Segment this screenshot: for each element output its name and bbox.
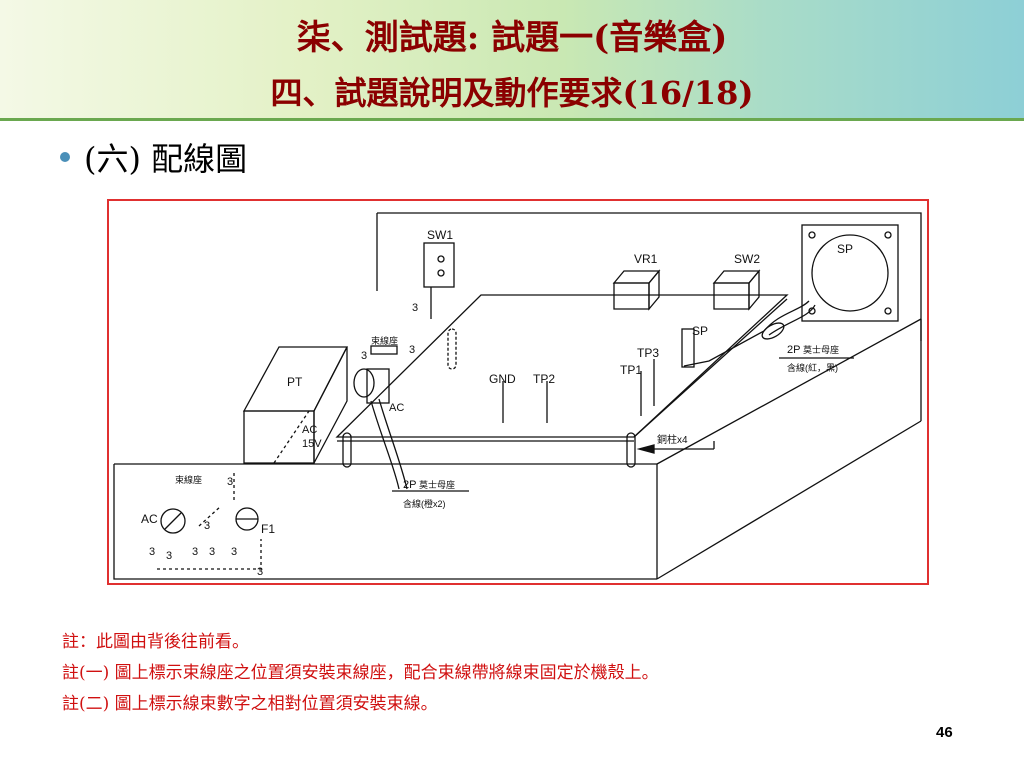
svg-text:3: 3 [412,302,418,314]
conn-mid-label: 2P [403,479,416,491]
svg-text:3: 3 [227,476,233,488]
chassis-bottom [113,464,657,580]
speaker-frame [801,224,899,322]
speaker-screw [884,231,892,239]
note-line: 註：此圖由背後往前看。 [62,632,249,652]
f1-label: F1 [261,522,275,536]
arrow-icon [636,444,655,454]
svg-text:3: 3 [149,546,155,558]
speaker-label: SP [837,242,853,256]
ac-15v-label: AC [302,424,317,436]
bundle-seat-left-label: 束線座 [175,474,202,485]
speaker-screw [808,307,816,315]
sp-wire [683,330,765,367]
conn-mid-wire [370,400,400,490]
sw1-terminal [437,255,445,263]
slide-title: 柒、測試題: 試題一(音樂盒) [296,18,728,58]
svg-text:3: 3 [209,546,215,558]
wiring-diagram: SW1 VR1 SW2 SP PT AC AC 15V GND TP2 TP3 … [107,199,929,585]
conn-right-desc: 莫士母座 [803,344,839,355]
ac-label: AC [389,402,404,414]
pcb-board-edge [633,298,788,438]
ac-terminal [366,368,390,404]
conn-right-label: 2P [787,344,800,356]
tp1-label: TP1 [620,363,642,377]
conn-right-wire: 含線(紅，黑) [787,362,838,373]
harness-path [157,539,262,570]
conn-mid-wire [378,398,408,490]
svg-text:3: 3 [409,344,415,356]
note-line: 註(一) 圖上標示束線座之位置須安裝束線座，配合束線帶將線束固定於機殼上。 [62,663,659,683]
tp3-label: TP3 [637,346,659,360]
sw1-switch [423,242,455,288]
speaker-wire [768,304,816,336]
conn-mid-wire-label: 含線(橙x2) [403,498,446,509]
svg-text:3: 3 [231,546,237,558]
slide-subtitle: 四、試題說明及動作要求(16/18) [270,74,754,112]
svg-text:3: 3 [204,520,210,532]
gnd-label: GND [489,372,516,386]
ac-15v-label: 15V [302,438,322,450]
harness-path [273,410,310,464]
ac-left-label: AC [141,512,158,526]
conn-mid-desc: 莫士母座 [419,479,455,490]
bundle-numbers: 3 3 3 3 3 3 3 3 3 3 3 [149,302,418,578]
sp-pcb-label: SP [692,324,708,338]
vr1-label: VR1 [634,252,658,266]
conn-right-2p [761,322,785,340]
svg-text:3: 3 [166,550,172,562]
speaker-screw [884,307,892,315]
pt-transformer [242,346,349,464]
sp-pcb-connector [681,328,695,368]
chassis-side-edge [656,420,922,580]
ac-left-connector [160,508,186,534]
chassis-top-edge [656,318,922,465]
wiring-diagram-svg: SW1 VR1 SW2 SP PT AC AC 15V GND TP2 TP3 … [113,212,922,580]
ac-connector [353,368,375,398]
ac-left-slash [164,512,182,530]
vr1-box [612,269,661,311]
sw1-label: SW1 [427,228,453,242]
sw2-box [712,269,761,311]
page-number: 46 [936,724,953,741]
pt-label: PT [287,375,303,389]
speaker-screw [808,231,816,239]
svg-text:3: 3 [192,546,198,558]
bundle-seat-top-label: 束線座 [371,335,398,346]
pcb-board [335,294,789,438]
note-line: 註(二) 圖上標示線束數字之相對位置須安裝束線。 [62,694,438,714]
tp2-label: TP2 [533,372,555,386]
copper-label: 銅柱x4 [657,433,688,446]
title-divider [0,118,1024,121]
bullet-dot-icon [60,152,70,162]
svg-text:3: 3 [257,566,263,578]
chassis-back-panel [377,212,922,341]
bullet-item: (六) 配線圖 [60,134,247,180]
title-banner [0,0,1024,118]
sw1-terminal [437,269,445,277]
svg-text:3: 3 [361,350,367,362]
bullet-text: (六) 配線圖 [84,140,248,178]
speaker-cone [811,234,889,312]
sw2-label: SW2 [734,252,760,266]
bundle-seat-top [370,345,398,355]
bundle-seat-left [198,505,222,527]
copper-standoff [342,328,636,468]
